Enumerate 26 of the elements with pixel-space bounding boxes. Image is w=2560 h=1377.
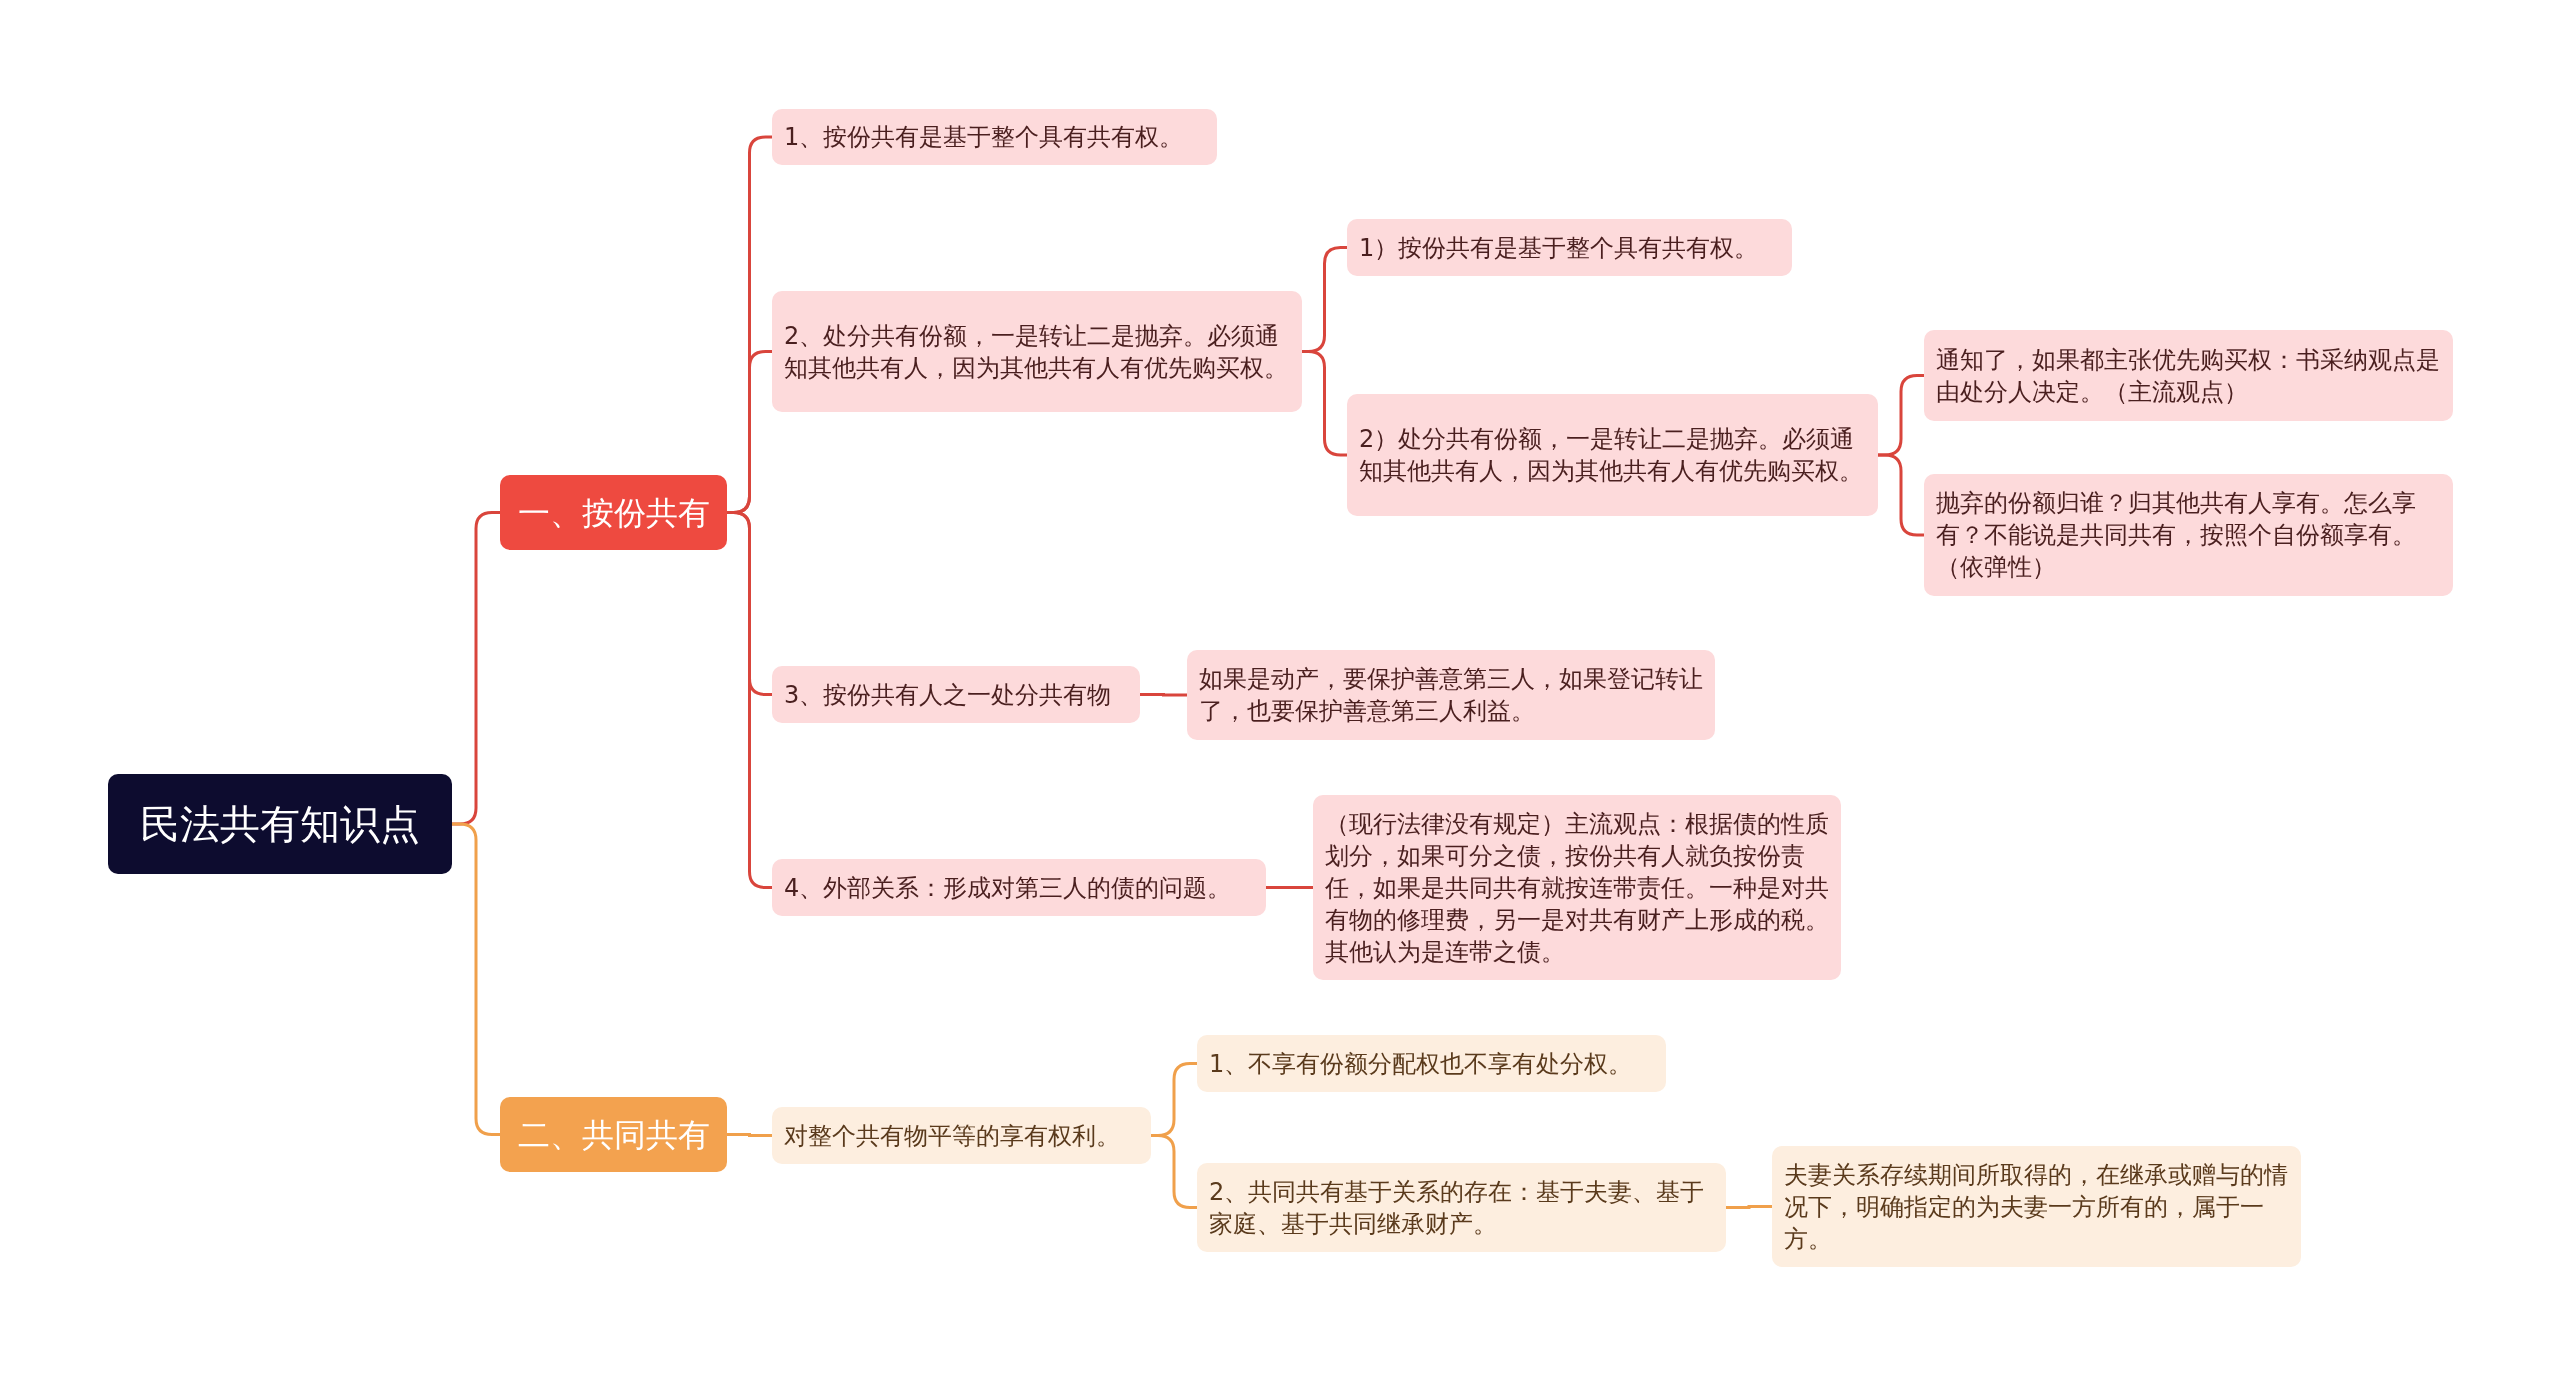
connector-line (1726, 1205, 1772, 1209)
connector-line (1140, 693, 1187, 697)
topic-box: 2、共同共有基于关系的存在：基于夫妻、基于家庭、基于共同继承财产。 (1197, 1163, 1726, 1252)
topic-box: 3、按份共有人之一处分共有物 (772, 666, 1140, 723)
connector-line (452, 822, 500, 1136)
topic-box: 4、外部关系：形成对第三人的债的问题。 (772, 859, 1266, 916)
connector-line (727, 511, 772, 889)
connector-line (1151, 1134, 1197, 1209)
topic-box: 夫妻关系存续期间所取得的，在继承或赠与的情况下，明确指定的为夫妻一方所有的，属于一方。 (1772, 1146, 2301, 1267)
root-topic-box: 民法共有知识点 (108, 774, 452, 874)
connector-line (727, 1133, 772, 1137)
topic-box: 对整个共有物平等的享有权利。 (772, 1107, 1151, 1164)
topic-box: （现行法律没有规定）主流观点：根据债的性质划分，如果可分之债，按份共有人就负按份责任，如果是共同共有就按连带责任。一种是对共有物的修理费，另一是对共有财产上形成的税。其他认为是连带之债。 (1313, 795, 1841, 980)
topic-box: 通知了，如果都主张优先购买权：书采纳观点是由处分人决定。（主流观点） (1924, 330, 2453, 421)
branch-box: 二、共同共有 (500, 1097, 727, 1172)
connector-line (1266, 886, 1313, 889)
topic-box: 1）按份共有是基于整个具有共有权。 (1347, 219, 1792, 276)
topic-box: 如果是动产，要保护善意第三人，如果登记转让了，也要保护善意第三人利益。 (1187, 650, 1715, 740)
topic-box: 抛弃的份额归谁？归其他共有人享有。怎么享有？不能说是共同共有，按照个自份额享有。（依弹性） (1924, 474, 2453, 596)
branch-box: 一、按份共有 (500, 475, 727, 550)
connector-line (1302, 350, 1347, 457)
topic-box: 2）处分共有份额，一是转让二是抛弃。必须通知其他共有人，因为其他共有人有优先购买权。 (1347, 394, 1878, 516)
topic-box: 2、处分共有份额，一是转让二是抛弃。必须通知其他共有人，因为其他共有人有优先购买权。 (772, 291, 1302, 412)
connector-line (1878, 453, 1924, 537)
topic-box: 1、不享有份额分配权也不享有处分权。 (1197, 1035, 1666, 1092)
topic-box: 1、按份共有是基于整个具有共有权。 (772, 109, 1217, 165)
